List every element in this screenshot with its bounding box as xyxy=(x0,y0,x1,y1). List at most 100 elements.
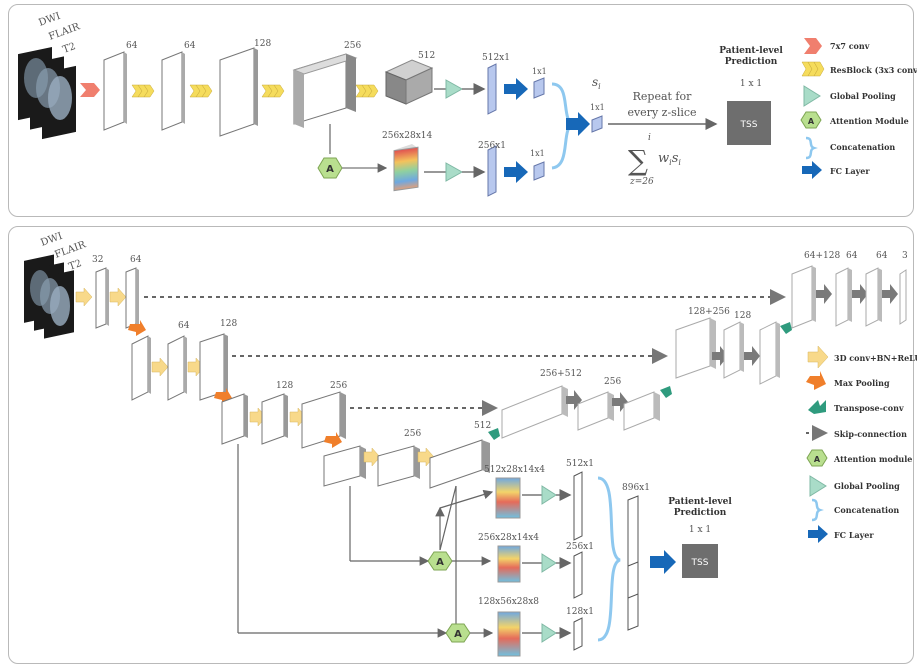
dec-arrow-4 xyxy=(744,346,760,366)
enc1-map-2 xyxy=(125,267,139,329)
dec-arrow-7 xyxy=(882,284,898,304)
dec3-ch-1: 128+256 xyxy=(688,307,730,317)
top-prediction-title-2: Prediction xyxy=(725,57,778,67)
legend-b-pool-label: Global Pooling xyxy=(834,481,900,491)
top-feature-map-5 xyxy=(384,59,434,105)
svg-text:A: A xyxy=(814,455,821,464)
legend-fc-icon xyxy=(802,161,822,179)
top-fc-arrow-a xyxy=(504,78,528,100)
enc2-ch-2: 128 xyxy=(220,319,237,329)
b-prediction-title-1: Patient-level xyxy=(668,497,732,507)
top-ch-3: 128 xyxy=(254,39,271,49)
b-tss-box xyxy=(682,544,718,578)
legend-skip-label: Skip-connection xyxy=(834,429,907,439)
legend-attention-label: Attention Module xyxy=(829,116,909,126)
b-pool-icon-2 xyxy=(541,553,557,573)
top-concat-size: 1x1 xyxy=(590,103,605,112)
dec2-ch-2: 64 xyxy=(846,251,858,261)
b-attn-map1-link xyxy=(439,489,494,509)
top-ch-5: 512 xyxy=(418,51,435,61)
top-legend: 7x7 conv ResBlock (3x3 conv) Global Pool… xyxy=(800,38,917,179)
enc4-ch-1: 256 xyxy=(404,429,421,439)
legend-b-fc-icon xyxy=(808,525,828,543)
dec-arrow-6 xyxy=(852,284,868,304)
dec3-map-2 xyxy=(723,321,744,379)
b-attn-diag xyxy=(439,485,457,551)
enc2-ch-1: 64 xyxy=(178,321,190,331)
top-fc-arrow-b xyxy=(504,161,528,183)
top-ch-4: 256 xyxy=(344,41,361,51)
legend-b-concat-icon xyxy=(811,498,824,522)
top-mri-stack xyxy=(18,46,76,140)
legend-resblock-icon xyxy=(801,61,825,77)
svg-text:A: A xyxy=(436,557,444,568)
transpose-1 xyxy=(488,428,500,440)
top-pool-size: 512x1 xyxy=(482,53,510,63)
legend-resblock-label: ResBlock (3x3 conv) xyxy=(830,65,917,75)
legend-transpose-icon xyxy=(808,400,826,414)
maxpool-1 xyxy=(128,320,146,336)
dec4-map-2 xyxy=(577,391,614,431)
legend-attention-icon xyxy=(800,111,822,129)
dec4-ch-1: 256+512 xyxy=(540,369,582,379)
dec2-map-2 xyxy=(835,267,852,327)
dec3-map-1 xyxy=(675,317,716,379)
b-pool-icon-1 xyxy=(541,485,557,505)
b-convbn-arrow-7 xyxy=(363,447,381,467)
top-feature-map-4 xyxy=(292,53,358,128)
enc2-map-1 xyxy=(131,335,151,401)
resblock-chevrons-1 xyxy=(131,84,155,98)
b-attention-map-2 xyxy=(497,545,521,583)
enc4-map-1 xyxy=(323,445,366,487)
legend-convbn-label: 3D conv+BN+ReLU xyxy=(834,353,917,363)
dec3-ch-2: 128 xyxy=(734,311,751,321)
legend-b-attention-icon xyxy=(806,449,828,467)
maxpool-3 xyxy=(324,432,342,448)
dec4-map-1 xyxy=(501,385,568,439)
top-attn-pool-icon xyxy=(445,162,464,182)
b-convbn-arrow-2 xyxy=(109,287,127,307)
transpose-3 xyxy=(780,322,792,334)
top-attn-fc-size: 1x1 xyxy=(530,149,545,158)
bottom-panel xyxy=(8,226,914,664)
svg-text:∑: ∑ xyxy=(628,144,648,177)
enc3-map-2 xyxy=(261,393,288,445)
dec2-map-4 xyxy=(899,269,907,325)
top-repeat-line1: Repeat for xyxy=(633,90,693,103)
dec3-map-3 xyxy=(759,321,780,385)
legend-b-attention-label: Attention module xyxy=(833,454,912,464)
enc4-map-3 xyxy=(429,439,490,489)
top-ch-2: 64 xyxy=(184,41,196,51)
dec2-map-1 xyxy=(791,265,816,329)
top-input-dwi: DWI xyxy=(37,11,62,29)
conv7-arrow xyxy=(80,83,100,97)
top-fc-size: 1x1 xyxy=(532,67,547,76)
legend-concat-label: Concatenation xyxy=(830,142,895,152)
top-attn-fc-vector xyxy=(533,161,545,181)
enc2-map-3 xyxy=(199,333,228,401)
top-tss-box xyxy=(727,101,771,145)
b-pool-size-2: 256x1 xyxy=(566,542,594,552)
dec4-ch-2: 256 xyxy=(604,377,621,387)
b-attn-size-2: 256x28x14x4 xyxy=(478,533,539,543)
bottom-input-dwi: DWI xyxy=(39,231,64,249)
b-attn-size-3: 128x56x28x8 xyxy=(478,597,539,607)
svg-text:z=26: z=26 xyxy=(629,177,654,187)
b-concat-vector xyxy=(627,495,639,631)
dec-arrow-5 xyxy=(816,284,832,304)
legend-b-pool-icon xyxy=(809,475,827,497)
enc3-ch-1: 128 xyxy=(276,381,293,391)
top-tss-label: TSS xyxy=(740,120,758,130)
top-concat-vector xyxy=(591,115,603,133)
legend-pool-label: Global Pooling xyxy=(830,91,896,101)
dec2-ch-1: 64+128 xyxy=(804,251,840,261)
b-attention-icon-2 xyxy=(427,551,453,571)
enc1-ch-2: 64 xyxy=(130,255,142,265)
top-attn-pool-vector xyxy=(487,145,497,197)
top-attn-pool-size: 256x1 xyxy=(478,141,506,151)
svg-text:A: A xyxy=(808,117,815,126)
resblock-chevrons-4 xyxy=(355,84,379,98)
transpose-2 xyxy=(660,386,672,398)
b-pool-vector-3 xyxy=(573,617,583,651)
top-prediction-title-1: Patient-level xyxy=(719,46,783,56)
